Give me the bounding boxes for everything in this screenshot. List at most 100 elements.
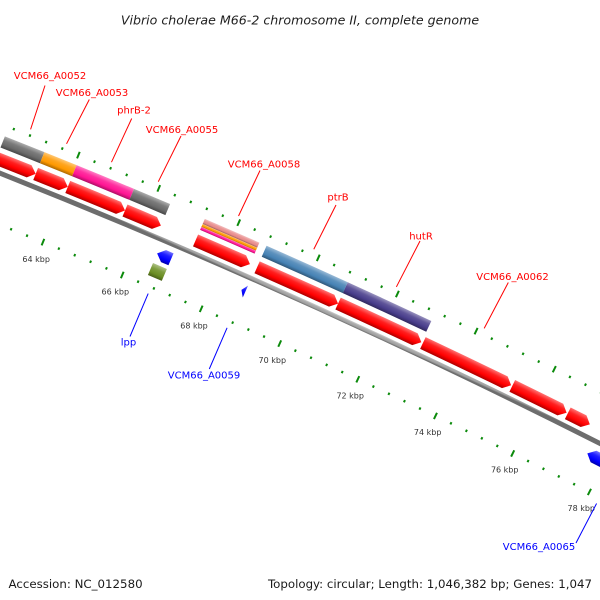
minor-tick [380, 285, 384, 289]
cog-bar-vcm66-a0052 [0, 136, 45, 164]
minor-tick [387, 392, 391, 396]
cog-bar-hutr [342, 282, 432, 332]
minor-tick [57, 247, 61, 251]
minor-tick [568, 375, 572, 379]
gene-label-vcm66-a0052: VCM66_A0052 [14, 71, 86, 82]
minor-tick [371, 384, 375, 389]
leader-line-hutr [395, 240, 421, 288]
minor-tick [246, 328, 250, 332]
minor-tick [403, 399, 406, 403]
leader-line-vcm66-a0059 [208, 327, 228, 370]
cog-bar-phrb-2 [72, 165, 135, 200]
gene-arrow-vcm66-a0058 [192, 234, 250, 268]
major-tick [510, 449, 516, 458]
minor-tick [168, 293, 172, 297]
cog-stripe-vcm66-a0058 [201, 223, 258, 251]
leader-line-vcm66-a0052 [30, 85, 46, 130]
major-tick [119, 271, 125, 279]
minor-tick [136, 280, 140, 284]
leader-line-vcm66-a0055 [157, 135, 182, 182]
cog-bar-lpp [147, 263, 167, 281]
minor-tick [28, 134, 32, 138]
minor-tick [449, 421, 453, 425]
minor-tick [89, 260, 92, 264]
minor-tick [443, 314, 447, 318]
gene-label-vcm66-a0065: VCM66_A0065 [503, 542, 575, 553]
major-tick [355, 375, 361, 383]
label-leader-lines [30, 85, 598, 544]
gene-label-hutr: hutR [409, 231, 433, 242]
tick-label: 68 kbp [180, 321, 208, 330]
minor-tick [221, 214, 225, 218]
major-tick [315, 254, 321, 262]
minor-tick [269, 235, 273, 239]
tick-label: 70 kbp [259, 356, 287, 365]
outer-tick-ring [12, 127, 600, 394]
major-tick [76, 151, 81, 159]
gene-label-vcm66-a0055: VCM66_A0055 [146, 125, 218, 136]
gene-arrow-vcm66-a0065 [587, 450, 600, 468]
gene-label-vcm66-a0058: VCM66_A0058 [228, 159, 300, 170]
gene-arrow-ptrb [254, 261, 339, 307]
reverse-strand-genes [157, 250, 600, 468]
minor-tick [152, 286, 156, 290]
major-tick [551, 365, 557, 373]
gene-arrow-vcm66-a0053 [33, 167, 68, 191]
gene-arrow-vcm66-a0059 [241, 285, 249, 298]
cog-stripe-vcm66-a0058 [200, 226, 256, 254]
tick-label: 76 kbp [491, 466, 519, 475]
gene-label-vcm66-a0053: VCM66_A0053 [56, 88, 128, 99]
minor-tick [93, 160, 96, 164]
minor-tick [300, 249, 304, 253]
minor-tick [253, 228, 257, 232]
minor-tick [340, 370, 344, 374]
minor-tick [411, 299, 415, 303]
minor-tick [541, 467, 545, 471]
accession-text: Accession: NC_012580 [9, 577, 143, 591]
minor-tick [215, 314, 219, 318]
major-tick [433, 412, 438, 420]
minor-tick [141, 180, 145, 184]
forward-cog-track [0, 136, 432, 332]
minor-tick [464, 429, 468, 433]
tick-label: 64 kbp [22, 255, 50, 264]
minor-tick [109, 166, 112, 170]
minor-tick [60, 147, 64, 151]
minor-tick [348, 270, 352, 274]
minor-tick [537, 359, 541, 364]
minor-tick [262, 335, 266, 339]
major-tick [40, 238, 46, 246]
leader-line-vcm66-a0058 [238, 170, 261, 217]
minor-tick [521, 352, 525, 356]
minor-tick [12, 127, 16, 131]
minor-tick [572, 482, 576, 486]
minor-tick [125, 173, 129, 177]
minor-tick [418, 406, 422, 411]
reverse-cog-track [147, 263, 167, 281]
minor-tick [231, 321, 235, 325]
minor-tick [293, 349, 297, 353]
gene-label-phrb-2: phrB-2 [117, 106, 151, 117]
gene-arrow-vcm66-a0062 [420, 337, 512, 389]
leader-line-vcm66-a0065 [575, 503, 598, 544]
minor-tick [557, 474, 561, 479]
forward-strand-genes [0, 152, 590, 428]
tick-label: 72 kbp [336, 392, 364, 401]
leader-line-vcm66-a0062 [483, 282, 509, 329]
major-tick [236, 219, 242, 227]
minor-tick [189, 200, 193, 204]
minor-tick [73, 253, 77, 257]
minor-tick [458, 322, 462, 326]
minor-tick [25, 234, 29, 238]
major-tick [395, 290, 400, 298]
leader-line-lpp [129, 293, 149, 337]
minor-tick [480, 436, 484, 440]
cog-bar-ptrb [261, 245, 348, 294]
gene-arrow-unlabeled-10 [509, 380, 567, 416]
minor-tick [325, 363, 329, 367]
gene-arrow-vcm66-a0055 [122, 204, 161, 229]
major-tick [586, 488, 592, 496]
